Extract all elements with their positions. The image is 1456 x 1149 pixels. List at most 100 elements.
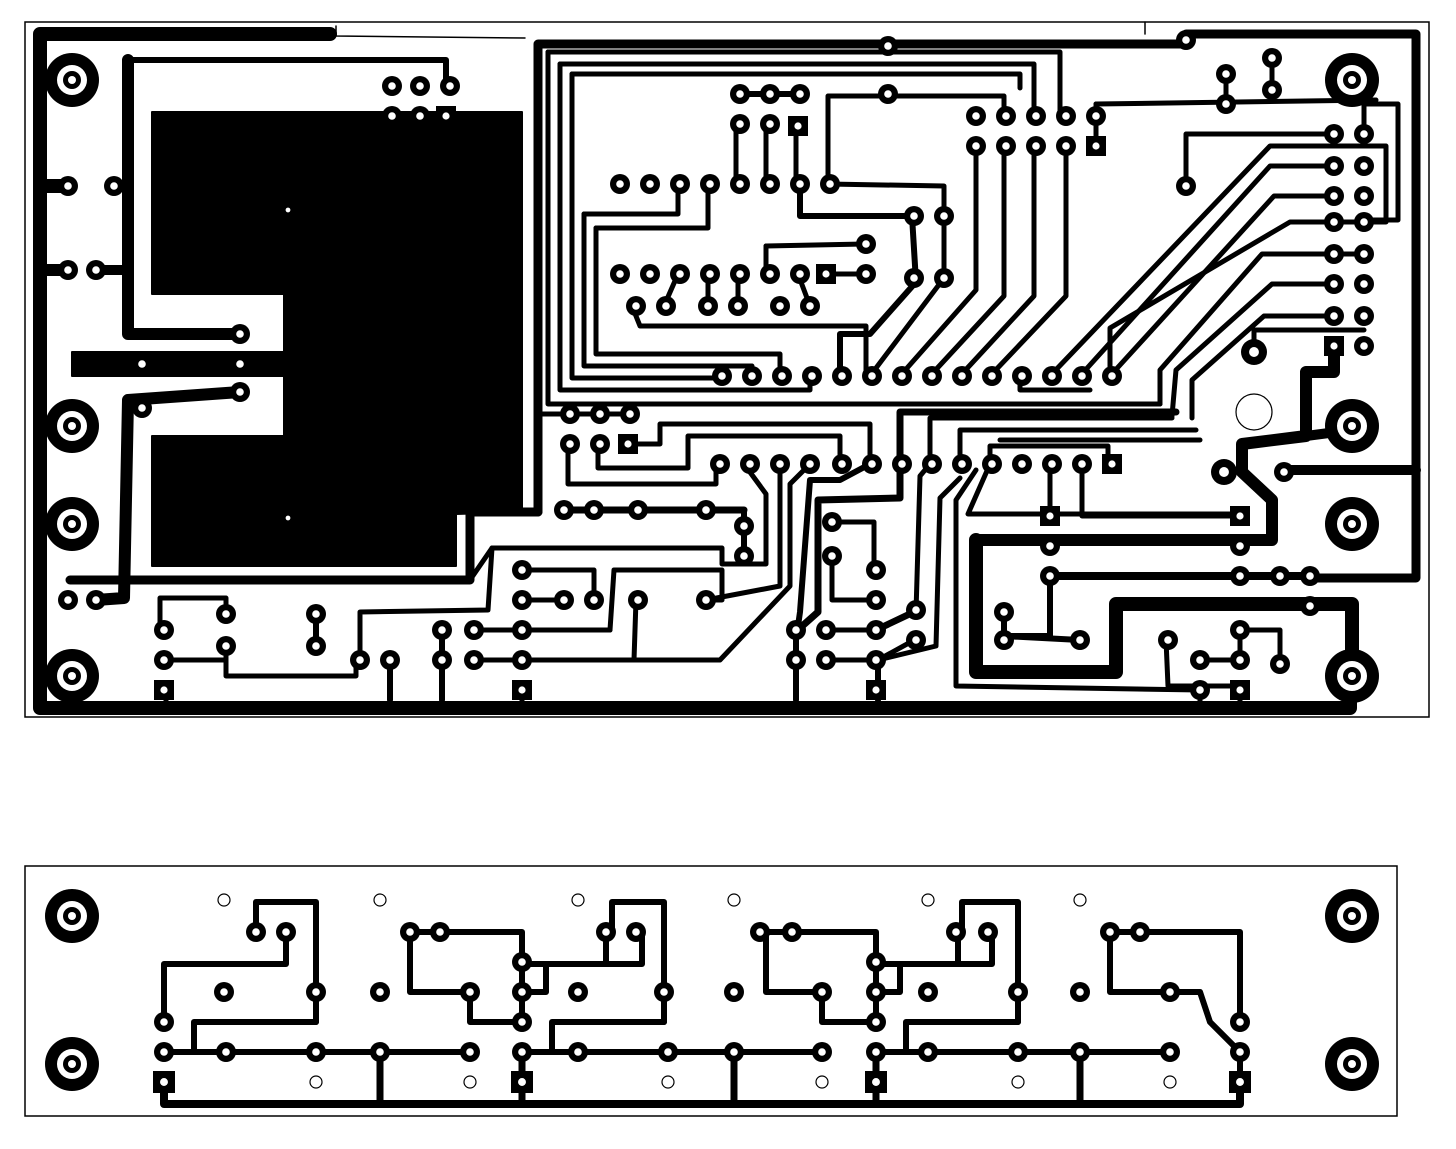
drill-hole [818, 1048, 826, 1056]
drill-hole [566, 440, 574, 448]
drill-hole [1108, 372, 1116, 380]
drill-hole [518, 686, 526, 694]
drill-hole [1166, 1048, 1174, 1056]
copper-trace [927, 415, 1175, 467]
drill-hole [792, 626, 800, 634]
drill-hole [884, 42, 892, 50]
drill-hole [766, 180, 774, 188]
drill-hole [958, 372, 966, 380]
drill-hole [776, 302, 784, 310]
drill-hole [646, 270, 654, 278]
mounting-hole-drill [68, 520, 76, 528]
drill-hole [1092, 112, 1100, 120]
copper-trace [873, 929, 995, 1025]
drill-hole [796, 90, 804, 98]
drill-hole [438, 626, 446, 634]
drill-hole [416, 82, 424, 90]
copper-trace [987, 143, 1069, 379]
drill-hole [736, 120, 744, 128]
copper-trace [829, 553, 877, 603]
copper-trace [1107, 929, 1243, 1055]
copper-trace [223, 657, 359, 679]
drill-hole [702, 506, 710, 514]
empty-drill-hole [309, 1075, 323, 1089]
drill-hole [470, 656, 478, 664]
drill-hole [92, 266, 100, 274]
copper-trace [969, 533, 1359, 679]
drill-hole [1360, 130, 1368, 138]
drill-hole [518, 958, 526, 966]
drill-hole [1236, 686, 1244, 694]
empty-drill-hole [1163, 1075, 1177, 1089]
drill-hole [442, 112, 450, 120]
board-outline [24, 865, 1398, 1117]
drill-hole [616, 270, 624, 278]
drill-hole [730, 988, 738, 996]
drill-hole [788, 928, 796, 936]
drill-hole [928, 372, 936, 380]
drill-hole [1330, 312, 1338, 320]
drill-hole [646, 180, 654, 188]
empty-drill-hole [1011, 1075, 1025, 1089]
drill-hole [1222, 70, 1230, 78]
drill-hole [1360, 342, 1368, 350]
drill-hole [1268, 86, 1276, 94]
copper-trace [593, 225, 783, 379]
drill-hole [222, 642, 230, 650]
drill-hole [160, 1078, 168, 1086]
drill-hole [1306, 602, 1314, 610]
drill-hole [1182, 36, 1190, 44]
drill-hole [794, 122, 802, 130]
drill-hole [312, 610, 320, 618]
copper-trace [875, 475, 963, 663]
mounting-hole-drill [1348, 912, 1356, 920]
copper-trace [763, 241, 867, 249]
copper-trace [1189, 313, 1337, 421]
drill-hole [756, 928, 764, 936]
drill-hole [740, 552, 748, 560]
drill-hole [1108, 460, 1116, 468]
drill-hole [1330, 342, 1338, 350]
mounting-hole-drill [68, 76, 76, 84]
drill-hole [574, 988, 582, 996]
drill-hole [730, 1048, 738, 1056]
drill-hole [1330, 192, 1338, 200]
drill-hole [1360, 192, 1368, 200]
copper-trace [122, 54, 246, 340]
copper-trace [763, 929, 879, 967]
drill-hole [634, 506, 642, 514]
drill-hole [952, 928, 960, 936]
drill-hole [1330, 162, 1338, 170]
drill-hole [940, 212, 948, 220]
drill-hole [796, 180, 804, 188]
drill-hole [626, 410, 634, 418]
copper-trace [335, 25, 526, 39]
drill-hole [838, 460, 846, 468]
copper-trace [569, 71, 1023, 91]
drill-hole [1078, 460, 1086, 468]
drill-hole [972, 112, 980, 120]
drill-hole [376, 1048, 384, 1056]
drill-hole [446, 82, 454, 90]
drill-hole [778, 372, 786, 380]
drill-hole [1280, 468, 1288, 476]
drill-hole [1076, 988, 1084, 996]
drill-hole [818, 988, 826, 996]
copper-trace [407, 929, 525, 967]
drill-hole [1046, 572, 1054, 580]
drill-hole [518, 596, 526, 604]
copper-trace [593, 181, 711, 231]
copper-trace [565, 441, 719, 487]
drill-hole [822, 626, 830, 634]
drill-hole [518, 988, 526, 996]
drill-hole [252, 928, 260, 936]
copper-trace [829, 519, 877, 573]
drill-hole [1236, 656, 1244, 664]
empty-drill-hole [815, 1075, 829, 1089]
mounting-hole-drill [1348, 520, 1356, 528]
drill-hole [972, 142, 980, 150]
drill-hole [624, 440, 632, 448]
drill-hole [1330, 280, 1338, 288]
drill-hole [734, 302, 742, 310]
copper-trace [1183, 131, 1337, 189]
